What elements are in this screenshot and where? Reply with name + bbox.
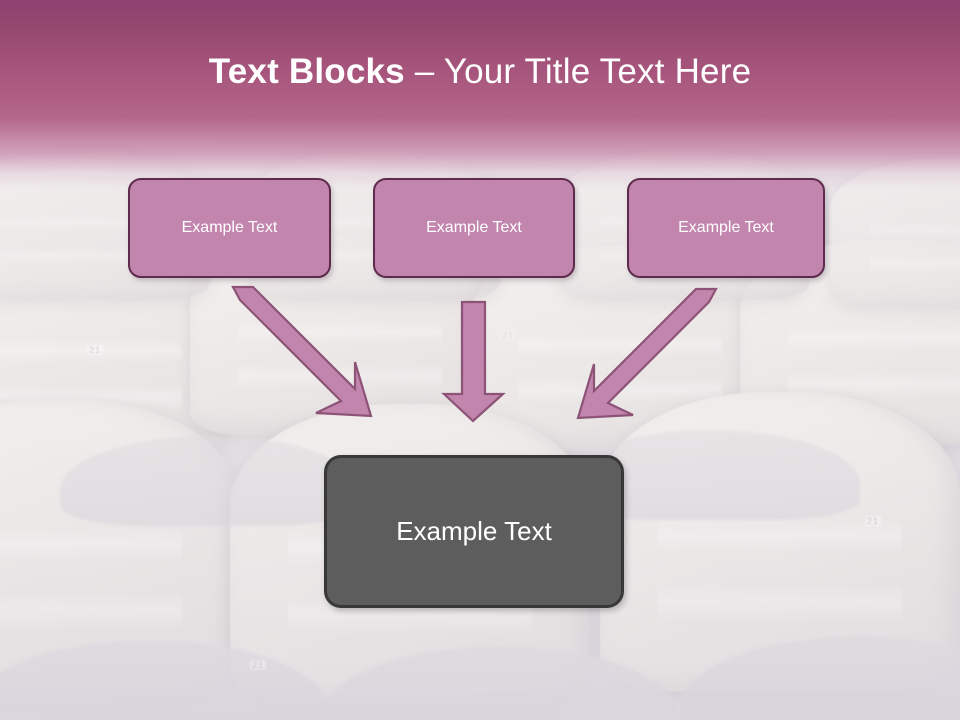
text-block-box-2[interactable]: Example Text: [373, 178, 575, 278]
page-title-bold: Text Blocks: [208, 52, 405, 91]
text-block-box-1-label: Example Text: [181, 219, 278, 236]
seat-number: 21: [500, 330, 517, 340]
page-title-regular: Your Title Text Here: [443, 52, 752, 91]
text-block-box-2-label: Example Text: [426, 219, 522, 236]
seat-number: 21: [865, 516, 882, 526]
arrow-down-icon: [441, 300, 506, 423]
result-box[interactable]: Example Text: [324, 455, 624, 608]
result-box-label: Example Text: [396, 516, 552, 546]
text-block-box-1[interactable]: Example Text: [128, 178, 331, 278]
seat-number: 21: [250, 660, 267, 670]
page-title-separator: –: [404, 52, 444, 91]
arrow-down-right-icon: [231, 285, 373, 418]
text-block-box-3[interactable]: Example Text: [627, 178, 825, 278]
arrow-down-left-icon: [576, 287, 718, 420]
page-title: Text Blocks – Your Title Text Here: [0, 50, 960, 94]
seat-number: 21: [87, 345, 104, 355]
text-block-box-3-label: Example Text: [678, 219, 774, 236]
